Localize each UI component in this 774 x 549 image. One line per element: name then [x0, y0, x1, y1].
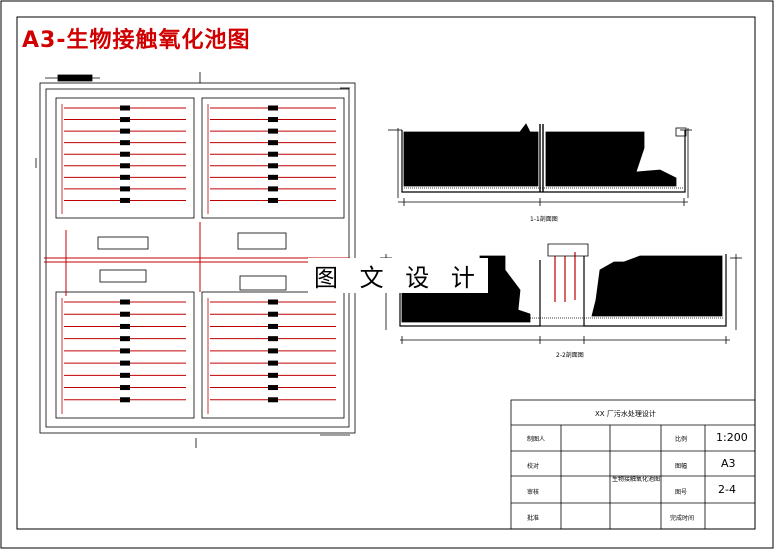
diffuser-block [268, 197, 278, 203]
section-1-1-caption: 1-1剖面图 [530, 216, 558, 223]
diffuser-block [268, 186, 278, 192]
label-drafter: 制图人 [527, 436, 546, 443]
diffuser-block [120, 151, 130, 157]
basin-3 [55, 291, 195, 419]
diffuser-block [268, 105, 278, 111]
label-drawing-no: 图号 [675, 489, 688, 496]
pump-room [97, 236, 149, 250]
diffuser-block [120, 397, 130, 403]
pump-room [237, 232, 287, 250]
diffuser-block [120, 323, 130, 329]
label-checker: 校对 [527, 463, 540, 470]
diffuser-block [120, 117, 130, 123]
basin-2 [201, 97, 345, 219]
diffuser-block [120, 336, 130, 342]
label-completion-date: 完成时间 [670, 515, 695, 522]
basin-4 [201, 291, 345, 419]
label-approver: 批准 [527, 515, 540, 522]
drawing-title: A3-生物接触氧化池图 [22, 28, 251, 53]
diffuser-block [120, 140, 130, 146]
diffuser-block [268, 372, 278, 378]
diffuser-block [268, 311, 278, 317]
diffuser-block [120, 174, 130, 180]
value-sheet-size: A3 [721, 457, 736, 470]
diffuser-block [120, 360, 130, 366]
diffuser-block [268, 360, 278, 366]
diffuser-block [268, 151, 278, 157]
project-name: XX 厂污水处理设计 [595, 410, 656, 418]
diffuser-block [120, 372, 130, 378]
diffuser-block [120, 163, 130, 169]
title-block [510, 399, 756, 530]
diffuser-block [120, 348, 130, 354]
diffuser-block [120, 197, 130, 203]
diffuser-block [268, 323, 278, 329]
plan-basins [44, 97, 350, 419]
diffuser-block [268, 336, 278, 342]
diffuser-block [268, 174, 278, 180]
diffuser-block [120, 385, 130, 391]
drawing-name: 生物接触氧化池图 [612, 476, 661, 483]
basin-1 [55, 97, 195, 219]
diffuser-block [120, 128, 130, 134]
diffuser-block [268, 385, 278, 391]
label-scale: 比例 [675, 436, 688, 443]
section-2-2-caption: 2-2剖面图 [556, 352, 584, 359]
diffuser-block [120, 311, 130, 317]
diffuser-block [120, 186, 130, 192]
watermark-text: 图 文 设 计 [308, 258, 488, 293]
diffuser-block [268, 397, 278, 403]
diffuser-block [268, 163, 278, 169]
label-reviewer: 审核 [527, 489, 540, 496]
pump-room [239, 275, 287, 291]
diffuser-block [120, 105, 130, 111]
diffuser-block [120, 299, 130, 305]
diffuser-block [268, 140, 278, 146]
diffuser-block [268, 117, 278, 123]
inner-border [16, 16, 756, 530]
value-scale: 1:200 [716, 431, 748, 444]
label-sheet-size: 图幅 [675, 463, 688, 470]
diffuser-block [268, 128, 278, 134]
section-1-1 [388, 123, 692, 206]
diffuser-block [268, 348, 278, 354]
diffuser-block [268, 299, 278, 305]
pump-room [99, 269, 147, 283]
value-drawing-no: 2-4 [718, 483, 736, 496]
